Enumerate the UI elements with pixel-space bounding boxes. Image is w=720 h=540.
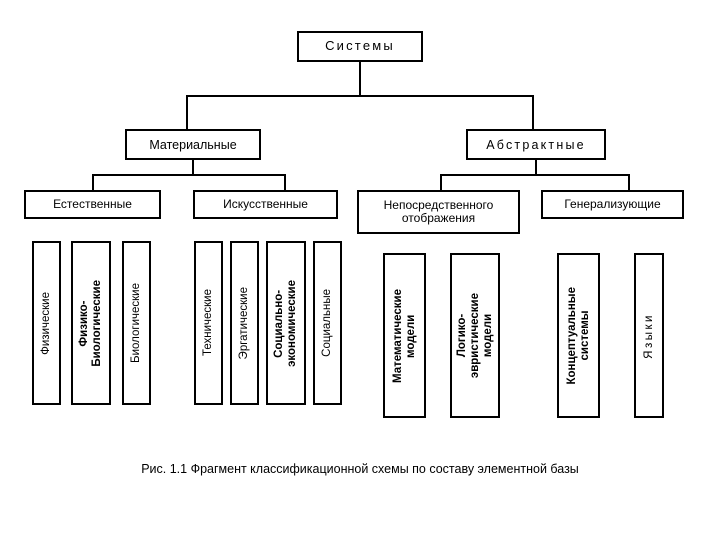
node-direct-representation[interactable]: Непосредственного отображения <box>357 190 520 234</box>
node-generalizing-label: Генерализующие <box>564 196 661 211</box>
leaf-biological-label: Биологические <box>130 283 143 363</box>
leaf-physico-biological-label: Физико- Биологические <box>78 279 103 367</box>
leaf-conceptual-systems-label: Концептуальные системы <box>565 286 591 385</box>
figure-caption: Рис. 1.1 Фрагмент классификационной схем… <box>141 462 579 476</box>
node-natural-label: Естественные <box>53 196 132 211</box>
leaf-ergatic-label: Эргатические <box>238 286 251 360</box>
leaf-technical[interactable]: Технические <box>194 241 223 405</box>
leaf-physico-biological[interactable]: Физико- Биологические <box>71 241 111 405</box>
leaf-languages-label: Языки <box>642 312 655 359</box>
node-direct-representation-label: Непосредственного отображения <box>383 197 494 225</box>
node-material-label: Материальные <box>149 137 237 152</box>
leaf-mathematical-models[interactable]: Математические модели <box>383 253 426 418</box>
leaf-physical-label: Физические <box>40 291 53 355</box>
node-natural[interactable]: Естественные <box>24 190 161 219</box>
leaf-biological[interactable]: Биологические <box>122 241 151 405</box>
connector-to-natural <box>92 174 94 190</box>
leaf-conceptual-systems[interactable]: Концептуальные системы <box>557 253 600 418</box>
leaf-social-label: Социальные <box>321 289 334 357</box>
connector-to-generalizing <box>628 174 630 190</box>
connector-material-down <box>192 160 194 174</box>
node-generalizing[interactable]: Генерализующие <box>541 190 684 219</box>
leaf-socio-economic-label: Социально- экономические <box>273 279 298 367</box>
connector-level1-bar <box>186 95 534 97</box>
connector-to-direct <box>440 174 442 190</box>
connector-abstract-bar <box>440 174 630 176</box>
leaf-socio-economic[interactable]: Социально- экономические <box>266 241 306 405</box>
leaf-ergatic[interactable]: Эргатические <box>230 241 259 405</box>
node-artificial[interactable]: Искусственные <box>193 190 338 219</box>
leaf-languages[interactable]: Языки <box>634 253 664 418</box>
connector-material-bar <box>92 174 286 176</box>
connector-abstract-down <box>535 160 537 174</box>
connector-to-abstract <box>532 95 534 129</box>
node-artificial-label: Искусственные <box>223 196 308 211</box>
connector-root-down <box>359 62 361 95</box>
leaf-logico-heuristic-models[interactable]: Логико- эвристические модели <box>450 253 500 418</box>
leaf-physical[interactable]: Физические <box>32 241 61 405</box>
leaf-social[interactable]: Социальные <box>313 241 342 405</box>
leaf-technical-label: Технические <box>202 289 215 357</box>
connector-to-material <box>186 95 188 129</box>
node-systems-label: Системы <box>325 38 395 54</box>
node-material[interactable]: Материальные <box>125 129 261 160</box>
node-abstract[interactable]: Абстрактные <box>466 129 606 160</box>
node-systems[interactable]: Системы <box>297 31 423 62</box>
connector-to-artificial <box>284 174 286 190</box>
leaf-logico-heuristic-models-label: Логико- эвристические модели <box>455 292 494 379</box>
node-abstract-label: Абстрактные <box>486 137 586 152</box>
leaf-mathematical-models-label: Математические модели <box>391 288 417 383</box>
